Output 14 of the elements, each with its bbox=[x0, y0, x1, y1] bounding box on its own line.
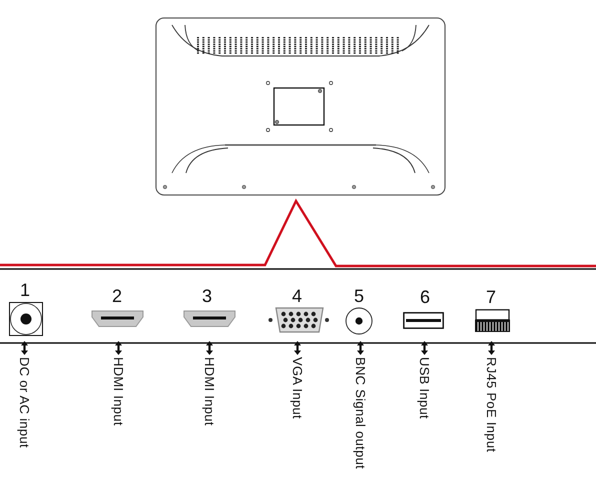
port-label: RJ45 PoE Input bbox=[484, 357, 498, 452]
port-label: HDMI Input bbox=[111, 357, 125, 426]
callout-number: 6 bbox=[420, 288, 430, 306]
port-label: BNC Signal output bbox=[353, 357, 367, 470]
callout-number: 4 bbox=[292, 287, 302, 305]
callout-number: 7 bbox=[486, 288, 496, 306]
callout-number: 1 bbox=[20, 281, 30, 299]
port-label: DC or AC input bbox=[17, 357, 31, 448]
port-label: HDMI Input bbox=[202, 357, 216, 426]
callout-number: 5 bbox=[354, 287, 364, 305]
callout-number: 3 bbox=[202, 287, 212, 305]
callout-number: 2 bbox=[112, 287, 122, 305]
port-label: USB Input bbox=[417, 357, 431, 419]
port-label: VGA Input bbox=[290, 357, 304, 419]
